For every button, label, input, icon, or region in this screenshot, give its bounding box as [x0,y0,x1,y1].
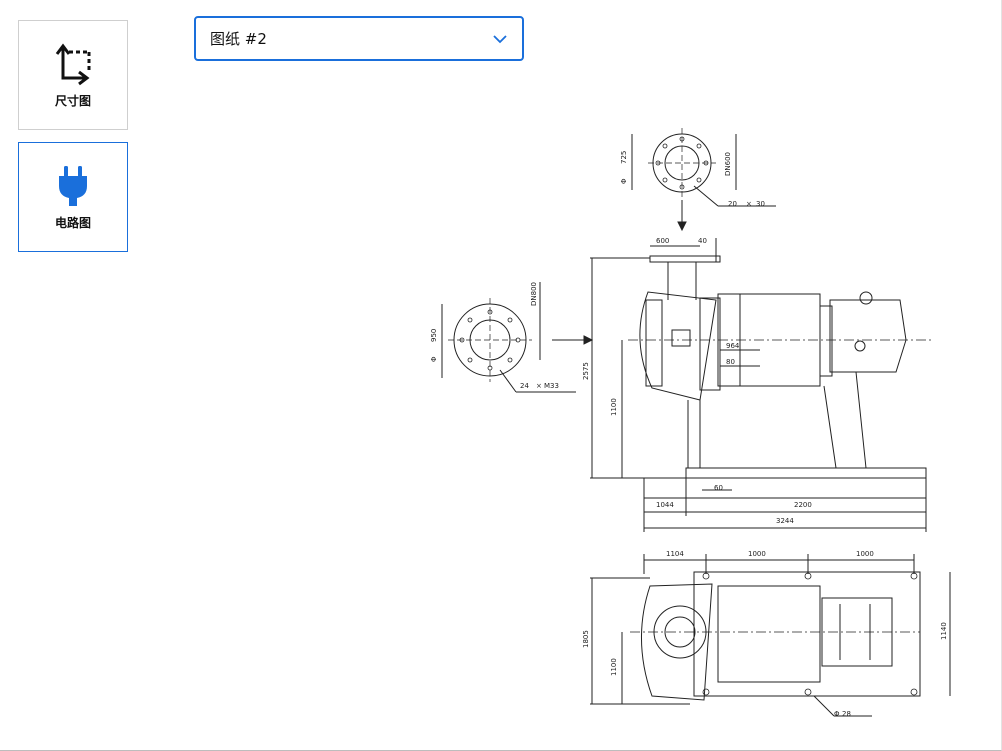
top-flange-view [631,128,776,232]
dim-top-bolts-size: 30 [756,200,765,208]
dim-plan-1140: 1140 [940,622,948,640]
dim-shaft-964: 964 [726,342,740,350]
dim-3244: 3244 [776,517,794,525]
side-elevation-view [590,238,934,532]
dim-shaft-80: 80 [726,358,735,366]
dimension-labels: 725 Φ DN600 20 × 30 600 40 950 Φ DN800 2… [430,151,948,718]
times-symbol: × [536,382,542,390]
dim-top-flange-dia: 725 [620,151,628,164]
dim-top-flange-dn: DN600 [724,152,732,176]
dim-600: 600 [656,237,669,245]
dim-left-flange-dia: 950 [430,329,438,342]
dim-plan-1805: 1805 [582,630,590,648]
dim-40: 40 [698,237,707,245]
plan-view [590,554,951,717]
dim-plan-1000a: 1000 [748,550,766,558]
dim-left-flange-dn: DN800 [530,282,538,306]
dim-60: 60 [714,484,723,492]
sidebar-item-circuit-diagram[interactable]: 电路图 [18,142,128,252]
plug-icon [59,165,87,206]
phi-symbol: Φ [430,356,438,362]
times-symbol: × [746,200,752,208]
drawing-select[interactable]: 图纸 #2 [194,16,524,61]
dim-left-bolts-count: 24 [520,382,529,390]
dim-2200: 2200 [794,501,812,509]
dim-plan-1104: 1104 [666,550,684,558]
chevron-down-icon [493,34,507,43]
dim-height-axis: 1100 [610,398,618,416]
dim-top-bolts-count: 20 [728,200,737,208]
sidebar-item-dimension-drawing[interactable]: 尺寸图 [18,20,128,130]
dim-hole-dia: 28 [842,710,851,718]
sidebar-item-label: 电路图 [54,215,91,230]
technical-drawing: 725 Φ DN600 20 × 30 600 40 950 Φ DN800 2… [430,128,951,718]
dim-1044: 1044 [656,501,674,509]
dim-plan-1100: 1100 [610,658,618,676]
dim-plan-1000b: 1000 [856,550,874,558]
left-flange-view [441,282,594,393]
phi-symbol: Φ [834,710,840,718]
phi-symbol: Φ [620,178,628,184]
dim-height-total: 2575 [582,362,590,380]
dim-left-bolts-size: M33 [544,382,559,390]
dimension-crop-icon [55,43,91,85]
drawing-select-value: 图纸 #2 [210,30,267,48]
sidebar-item-label: 尺寸图 [54,93,91,108]
